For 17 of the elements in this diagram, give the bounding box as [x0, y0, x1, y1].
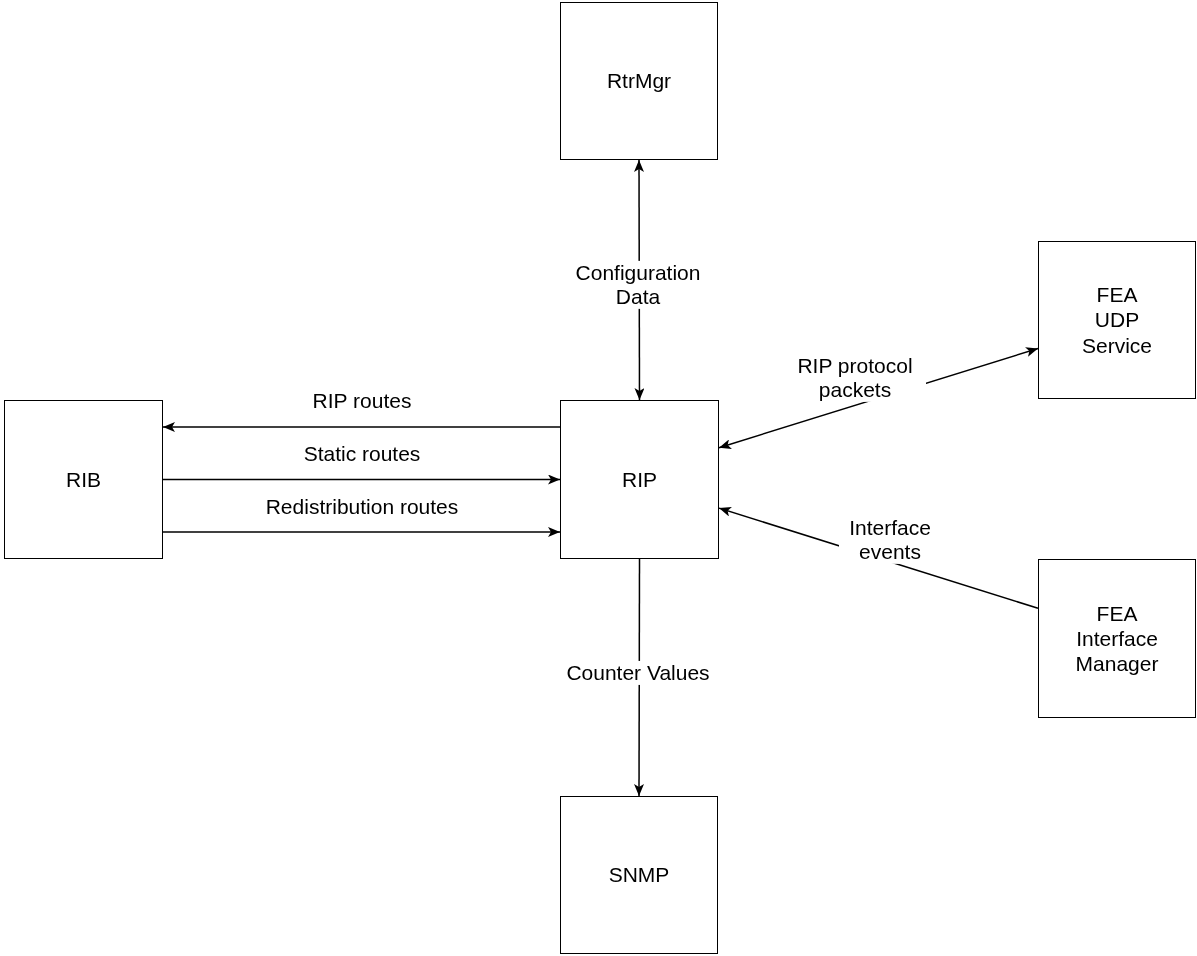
process-box: [560, 2, 718, 160]
edge-label: Counter Values: [565, 660, 711, 686]
arrow: [162, 422, 561, 433]
node-label: RIP: [622, 466, 657, 493]
arrow: [162, 526, 561, 537]
process-box: [1038, 559, 1196, 718]
node-label: SNMP: [608, 862, 670, 888]
process-box: [560, 796, 718, 954]
process-box: [560, 400, 719, 559]
node-label: FEA UDP Service: [1081, 282, 1153, 358]
arrow: [162, 474, 561, 485]
node-label: RtrMgr: [606, 68, 672, 94]
node-label: RIB: [66, 466, 101, 493]
arrow: [634, 558, 645, 797]
process-box: [4, 400, 163, 559]
process-box: [1038, 241, 1196, 399]
node-label: FEA Interface Manager: [1074, 600, 1160, 677]
